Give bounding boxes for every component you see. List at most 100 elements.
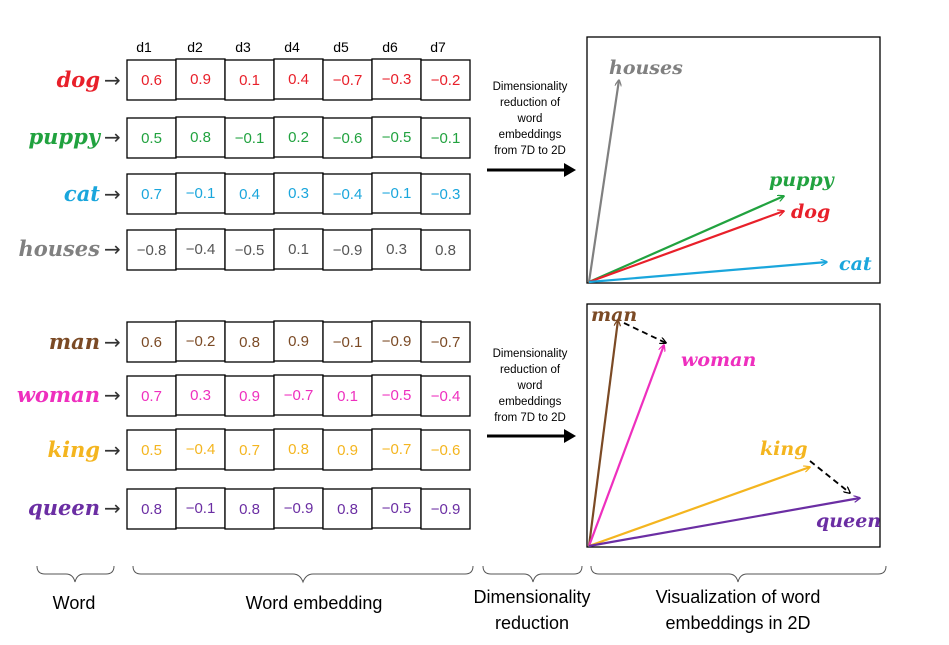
embedding-value: −0.1 xyxy=(333,334,363,351)
embedding-value: 0.7 xyxy=(141,186,162,203)
embedding-value: 0.9 xyxy=(337,442,358,459)
embedding-value: −0.9 xyxy=(431,501,461,518)
embedding-value: −0.1 xyxy=(382,185,412,202)
vector-puppy xyxy=(588,196,784,284)
embedding-cell xyxy=(322,117,373,159)
embedding-value: 0.6 xyxy=(141,72,162,89)
vector-man xyxy=(587,320,618,547)
word-label: queen xyxy=(28,495,100,520)
embedding-value: 0.8 xyxy=(288,441,309,458)
reduction-arrowhead xyxy=(564,429,576,443)
embedding-value: −0.1 xyxy=(186,185,216,202)
embedding-value: 0.5 xyxy=(141,130,162,147)
word-label: man xyxy=(49,329,100,354)
row-arrow-icon: → xyxy=(104,330,121,354)
reduction-block-top: Dimensionality reduction of word embeddi… xyxy=(487,81,576,177)
word-label: puppy xyxy=(28,124,101,149)
plot-animals: houses puppy dog cat xyxy=(586,36,881,284)
vector-label-man: man xyxy=(591,304,637,326)
embedding-value: 0.1 xyxy=(288,241,309,258)
embedding-cell xyxy=(224,173,275,215)
embedding-value: 0.4 xyxy=(288,71,309,88)
vector-label-houses: houses xyxy=(609,57,683,79)
analogy-arrow-king-queen xyxy=(809,460,850,493)
row-arrow-icon: → xyxy=(104,438,121,462)
embedding-value: −0.1 xyxy=(235,130,265,147)
embedding-cell xyxy=(224,321,275,363)
embedding-cell xyxy=(371,487,422,529)
embedding-cell xyxy=(322,375,373,417)
embedding-value: −0.2 xyxy=(431,72,461,89)
embedding-value: −0.4 xyxy=(186,441,216,458)
captions: Word Word embedding Dimensionality reduc… xyxy=(53,587,821,633)
word-label: houses xyxy=(18,236,100,261)
embedding-cell xyxy=(175,487,226,529)
caption-visualization: Visualization of word xyxy=(656,587,821,607)
embedding-cell xyxy=(273,228,324,270)
embedding-cell xyxy=(420,429,471,471)
plot-frame xyxy=(586,36,881,284)
embedding-cell xyxy=(126,59,177,101)
embedding-value: 0.8 xyxy=(239,334,260,351)
embedding-value: −0.4 xyxy=(333,186,363,203)
embedding-cell xyxy=(273,428,324,470)
reduction-text-line: from 7D to 2D xyxy=(494,145,566,157)
row-arrow-icon: → xyxy=(104,182,121,206)
embedding-cell xyxy=(420,488,471,530)
caption-embedding: Word embedding xyxy=(246,593,383,613)
vector-label-dog: dog xyxy=(791,201,830,223)
embedding-cell xyxy=(371,320,422,362)
embedding-cell xyxy=(420,375,471,417)
embedding-value: −0.1 xyxy=(431,130,461,147)
embedding-cell xyxy=(273,487,324,529)
embedding-value: 0.8 xyxy=(435,242,456,259)
caption-word: Word xyxy=(53,593,96,613)
dim-header: d3 xyxy=(235,39,251,55)
embedding-value: 0.5 xyxy=(141,442,162,459)
dim-header: d7 xyxy=(430,39,446,55)
embedding-value: 0.4 xyxy=(239,186,260,203)
vector-queen xyxy=(588,498,860,548)
embedding-value: 0.3 xyxy=(190,387,211,404)
word-label: woman xyxy=(17,382,100,407)
embedding-value: 0.1 xyxy=(337,388,358,405)
embedding-value: −0.7 xyxy=(333,72,363,89)
dim-header: d1 xyxy=(136,39,152,55)
caption-visualization: embeddings in 2D xyxy=(665,613,810,633)
vector-label-cat: cat xyxy=(839,253,872,275)
embedding-cell xyxy=(420,59,471,101)
embedding-cell xyxy=(420,321,471,363)
vector-label-woman: woman xyxy=(681,349,756,371)
embedding-value: −0.9 xyxy=(333,242,363,259)
embedding-value: −0.7 xyxy=(431,334,461,351)
embedding-value: −0.5 xyxy=(382,129,412,146)
brace-reduction xyxy=(482,565,583,583)
embedding-value: −0.7 xyxy=(382,441,412,458)
vector-houses xyxy=(587,80,619,283)
embedding-cell xyxy=(175,172,226,214)
embedding-cell xyxy=(371,374,422,416)
embedding-value: 0.7 xyxy=(239,442,260,459)
embedding-value: 0.9 xyxy=(239,388,260,405)
embedding-cell xyxy=(224,117,275,159)
embedding-value: −0.3 xyxy=(382,71,412,88)
embedding-value: −0.1 xyxy=(186,500,216,517)
embedding-cell xyxy=(126,375,177,417)
embedding-value: −0.5 xyxy=(382,387,412,404)
dim-header: d4 xyxy=(284,39,300,55)
vector-cat xyxy=(588,262,827,284)
row-arrow-icon: → xyxy=(104,125,121,149)
embedding-value: 0.9 xyxy=(190,71,211,88)
embedding-cell xyxy=(420,117,471,159)
embedding-cell xyxy=(126,488,177,530)
vector-label-king: king xyxy=(760,438,807,460)
embedding-value: 0.8 xyxy=(141,501,162,518)
reduction-text-line: word xyxy=(517,380,543,392)
reduction-block-bottom: Dimensionality reduction of word embeddi… xyxy=(487,348,576,443)
bottom-braces xyxy=(36,565,887,584)
dim-header: d6 xyxy=(382,39,398,55)
